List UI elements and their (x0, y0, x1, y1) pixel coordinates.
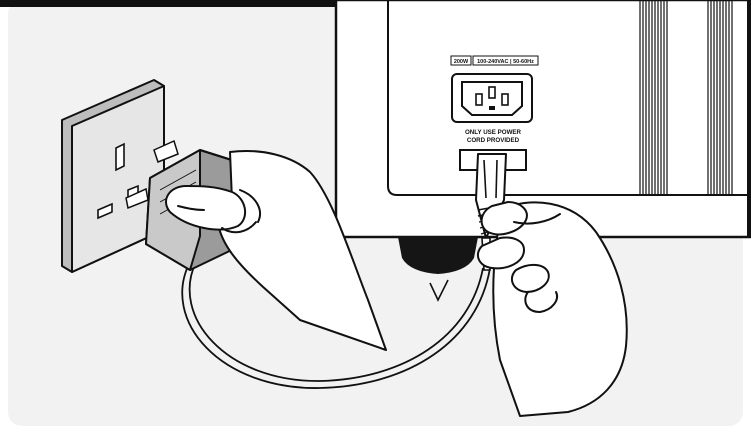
vent-stripes (639, 0, 733, 195)
uk-wall-socket-icon (61, 79, 165, 273)
warning-line-2: CORD PROVIDED (467, 137, 520, 144)
device-body (334, 0, 751, 239)
power-cable (181, 261, 491, 389)
wattage-label-box (450, 55, 472, 66)
warning-line-1: ONLY USE POWER (465, 129, 522, 136)
foot-reflection (429, 279, 449, 302)
device-foot (398, 237, 478, 274)
right-hand (476, 201, 628, 417)
voltage-label: 100-240VAC | 50-60Hz (477, 59, 534, 65)
iec-c14-inlet-icon (451, 73, 533, 123)
voltage-label-box (472, 55, 539, 66)
left-hand (165, 150, 387, 351)
rating-labels: 200W 100-240VAC | 50-60Hz (450, 55, 539, 66)
wattage-label: 200W (454, 59, 469, 65)
